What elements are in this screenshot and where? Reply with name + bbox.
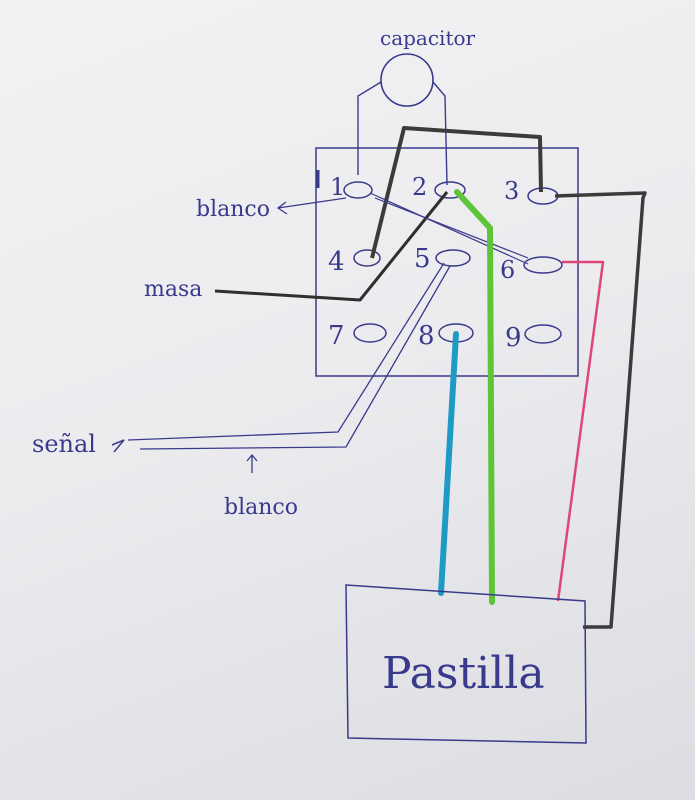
terminal-holes: [343, 181, 563, 344]
terminal-3-label: 3: [504, 177, 519, 205]
terminal-7-label: 7: [328, 321, 345, 351]
wire-1-to-6-a: [369, 192, 529, 265]
blanco-top-line: [277, 197, 347, 209]
blanco-top-label: blanco: [196, 197, 270, 222]
terminal-5-label: 5: [414, 244, 431, 274]
terminal-numbers: 1 2 3 4 5 6 7 8 9: [328, 173, 522, 353]
capacitor-lead-right: [432, 81, 448, 186]
green-wire: [454, 189, 495, 605]
senal-wire-a: [127, 262, 445, 441]
blanco-bottom-arrow: [246, 453, 258, 462]
terminal-1-hole: [343, 181, 373, 199]
senal-arrow: [111, 439, 125, 453]
black-wire-3-to-pastilla: [554, 191, 647, 629]
pastilla-label: Pastilla: [382, 648, 545, 699]
capacitor: capacitor: [357, 26, 476, 186]
terminal-2-label: 2: [412, 173, 427, 201]
pastilla-box: [345, 584, 587, 744]
senal-label: señal: [32, 430, 96, 458]
capacitor-label: capacitor: [380, 26, 476, 50]
terminal-1-label: 1: [330, 173, 345, 201]
blanco-bottom-label: blanco: [224, 495, 298, 520]
terminal-7-hole: [353, 323, 387, 343]
terminal-5-hole: [435, 249, 471, 267]
capacitor-symbol: [380, 53, 434, 107]
terminal-8-label: 8: [418, 321, 435, 351]
terminal-4-hole: [353, 249, 381, 267]
capacitor-lead-left: [357, 81, 382, 175]
terminal-4-label: 4: [328, 247, 345, 277]
terminal-2-hole: [434, 181, 466, 199]
senal-wire-b: [139, 265, 451, 450]
wires: [127, 126, 647, 629]
blue-wire: [438, 331, 459, 596]
terminal-3-hole: [527, 187, 559, 205]
terminal-6-label: 6: [500, 256, 515, 284]
blanco-top-arrow: [276, 201, 288, 215]
terminal-6-hole: [523, 256, 563, 274]
pastilla: Pastilla: [345, 584, 587, 744]
masa-label: masa: [144, 277, 202, 302]
black-wire-4-to-3: [370, 126, 543, 259]
terminal-9-label: 9: [505, 323, 522, 353]
terminal-9-hole: [524, 324, 562, 344]
pink-wire: [556, 260, 605, 602]
masa-wire: [214, 191, 449, 302]
wire-1-to-6-b: [374, 197, 529, 259]
